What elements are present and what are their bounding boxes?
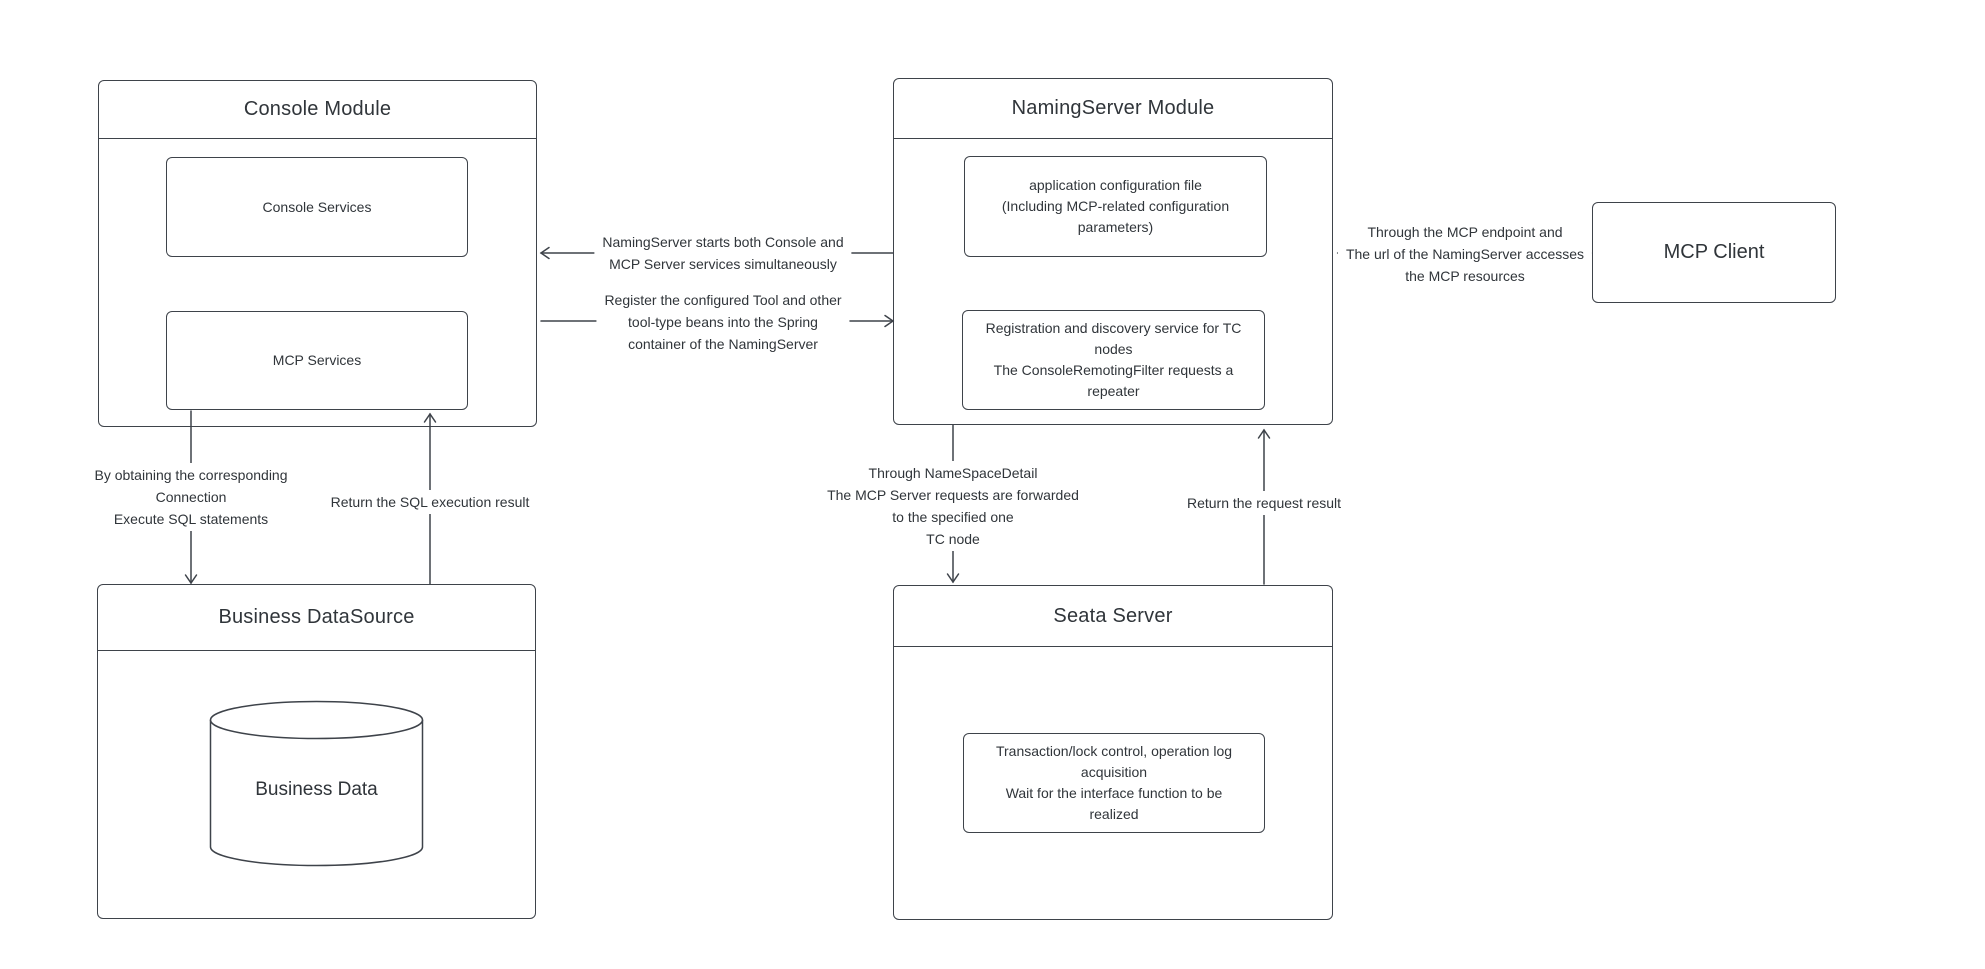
business-datasource-title: Business DataSource <box>98 585 535 651</box>
edge-label-sql-return: Return the SQL execution result <box>322 490 538 514</box>
edge-label-execute-sql: By obtaining the corresponding Connectio… <box>86 463 296 531</box>
arrow-execute-sql-head <box>184 574 198 585</box>
seata-server-title: Seata Server <box>894 586 1332 647</box>
edge-label-namespace-forward: Through NameSpaceDetail The MCP Server r… <box>819 461 1087 551</box>
arrow-namespace-forward-head <box>946 573 960 584</box>
registration-box: Registration and discovery service for T… <box>962 310 1265 410</box>
transaction-box: Transaction/lock control, operation log … <box>963 733 1265 833</box>
app-config-box: application configuration file (Includin… <box>964 156 1267 257</box>
namingserver-module-title: NamingServer Module <box>894 79 1332 139</box>
edge-label-request-return: Return the request result <box>1178 491 1350 515</box>
arrow-request-return-head <box>1257 428 1271 439</box>
edge-label-mcp-endpoint: Through the MCP endpoint and The url of … <box>1337 220 1593 288</box>
mcp-services-box: MCP Services <box>166 311 468 410</box>
arrow-register-tools-head <box>884 314 895 328</box>
console-services-box: Console Services <box>166 157 468 257</box>
arrow-sql-return-head <box>423 412 437 423</box>
edge-label-register-tools: Register the configured Tool and other t… <box>596 288 850 356</box>
arrow-naming-starts-head <box>539 246 550 260</box>
business-data-label: Business Data <box>255 778 378 800</box>
database-cylinder-icon <box>209 700 424 867</box>
edge-label-naming-starts: NamingServer starts both Console and MCP… <box>594 230 852 276</box>
console-module-title: Console Module <box>99 81 536 139</box>
